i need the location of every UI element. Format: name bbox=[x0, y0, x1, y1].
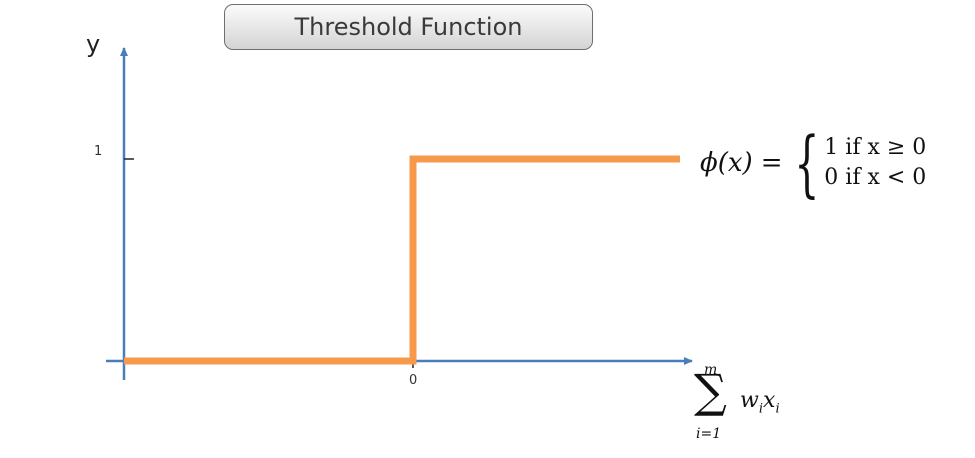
y-axis-label: y bbox=[86, 30, 101, 58]
sum-term-w: w bbox=[740, 388, 759, 413]
chart-title: Threshold Function bbox=[224, 4, 593, 50]
sum-symbol: ∑ bbox=[694, 364, 727, 418]
formula-case-1: 1 if x ≥ 0 bbox=[824, 133, 926, 163]
x-axis-label: m ∑ i=1 wixi bbox=[694, 362, 804, 454]
formula-cases: 1 if x ≥ 0 0 if x < 0 bbox=[824, 133, 926, 192]
sum-upper-limit: m bbox=[704, 362, 718, 378]
formula-equals: = bbox=[760, 148, 783, 178]
sum-term-x-sub: i bbox=[775, 401, 780, 417]
sum-term-w-sub: i bbox=[758, 401, 764, 417]
series-line-0 bbox=[124, 155, 680, 365]
case-2-condition: if x < 0 bbox=[845, 165, 927, 190]
x-tick-label-0: 0 bbox=[409, 373, 418, 388]
formula-case-2: 0 if x < 0 bbox=[824, 163, 926, 193]
sum-term-x: x bbox=[763, 388, 776, 413]
threshold-formula: ϕ(x) = { 1 if x ≥ 0 0 if x < 0 bbox=[700, 118, 926, 208]
sum-term: wixi bbox=[740, 388, 780, 416]
formula-lhs: ϕ(x) bbox=[700, 148, 753, 178]
formula-brace: { bbox=[794, 121, 820, 205]
case-2-value: 0 bbox=[824, 165, 839, 190]
y-tick-label-1: 1 bbox=[94, 144, 103, 159]
case-1-condition: if x ≥ 0 bbox=[845, 135, 927, 161]
sum-lower-limit: i=1 bbox=[696, 426, 722, 442]
case-1-value: 1 bbox=[824, 135, 839, 161]
